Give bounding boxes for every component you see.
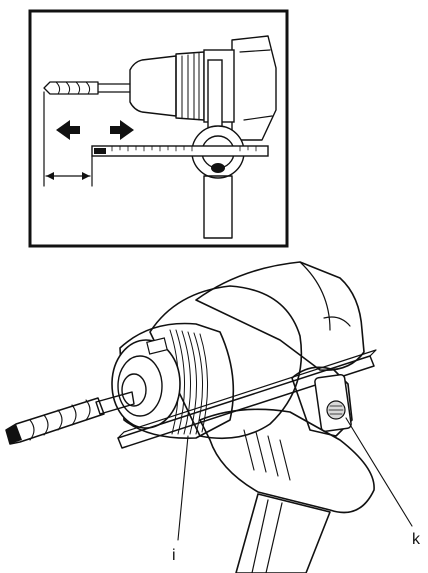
inset-depth-stop bbox=[91, 145, 269, 157]
inset-drill-bit bbox=[43, 81, 131, 95]
main-chuck bbox=[111, 285, 303, 440]
leader-line-k bbox=[345, 417, 413, 527]
callout-label-k: k bbox=[412, 531, 421, 548]
inset-depth-dimension bbox=[43, 91, 93, 187]
drill-housing bbox=[195, 261, 365, 371]
main-illustration: i k bbox=[5, 261, 421, 573]
inset-panel bbox=[28, 9, 289, 248]
inset-adjust-arrows bbox=[56, 120, 134, 140]
callout-label-i: i bbox=[172, 547, 176, 564]
main-auxiliary-handle bbox=[199, 366, 375, 573]
main-depth-stop-rod bbox=[117, 349, 377, 449]
leader-line-i bbox=[177, 435, 189, 541]
main-drill-bit bbox=[5, 391, 135, 445]
